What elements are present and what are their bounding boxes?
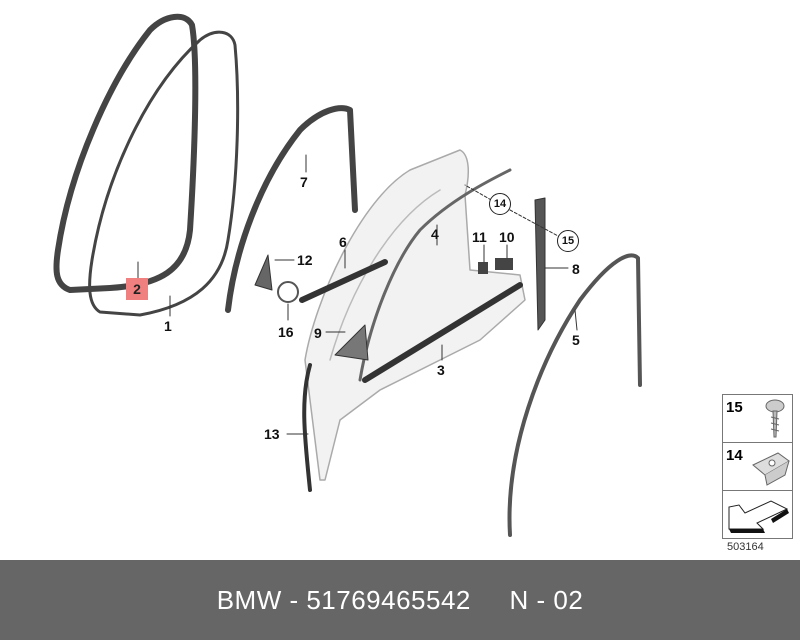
callout-8[interactable]: 8 [572,261,580,277]
outer-channel [507,253,642,537]
clip-11 [478,262,488,274]
callout-11[interactable]: 11 [472,229,487,245]
door-seal-outer [53,13,199,293]
clip-10 [495,258,513,270]
pillar-trim [534,197,546,331]
callout-6[interactable]: 6 [339,234,347,250]
part-number-footer: BMW - 51769465542 N - 02 [0,560,800,640]
legend-number: 15 [726,399,743,416]
screw-icon [765,399,785,438]
direction-arrow-icon [728,500,789,533]
parts-diagram [53,13,642,537]
lower-seal [302,363,312,492]
door-panel [304,149,526,481]
fastener-legend: 15 14 [722,394,793,539]
mirror-cover [334,324,369,361]
legend-number: 14 [726,447,743,464]
callout-15[interactable]: 15 [557,230,579,252]
callout-14[interactable]: 14 [489,193,511,215]
callout-3[interactable]: 3 [437,362,445,378]
callout-12[interactable]: 12 [297,252,313,268]
door-seal-inner [88,30,240,317]
callout-9[interactable]: 9 [314,325,322,341]
callout-2-highlighted[interactable]: 2 [126,278,148,300]
belt-molding [362,282,523,383]
callout-10[interactable]: 10 [499,229,515,245]
window-frame-trim [225,105,358,313]
mirror-triangle [254,254,273,291]
window-channel [358,168,512,382]
callout-7[interactable]: 7 [300,174,308,190]
callout-16[interactable]: 16 [278,324,294,340]
legend-item-15: 15 [723,395,792,443]
callout-5[interactable]: 5 [572,332,580,348]
legend-item-14: 14 [723,443,792,491]
clip-nut-icon [752,452,790,486]
diagram-reference-number: 503164 [727,541,764,553]
callout-13[interactable]: 13 [264,426,280,442]
callout-4[interactable]: 4 [431,226,439,242]
inner-belt-strip [299,259,388,303]
legend-item-arrow [723,491,792,538]
callout-1[interactable]: 1 [164,318,172,334]
grommet-ring [277,281,299,303]
